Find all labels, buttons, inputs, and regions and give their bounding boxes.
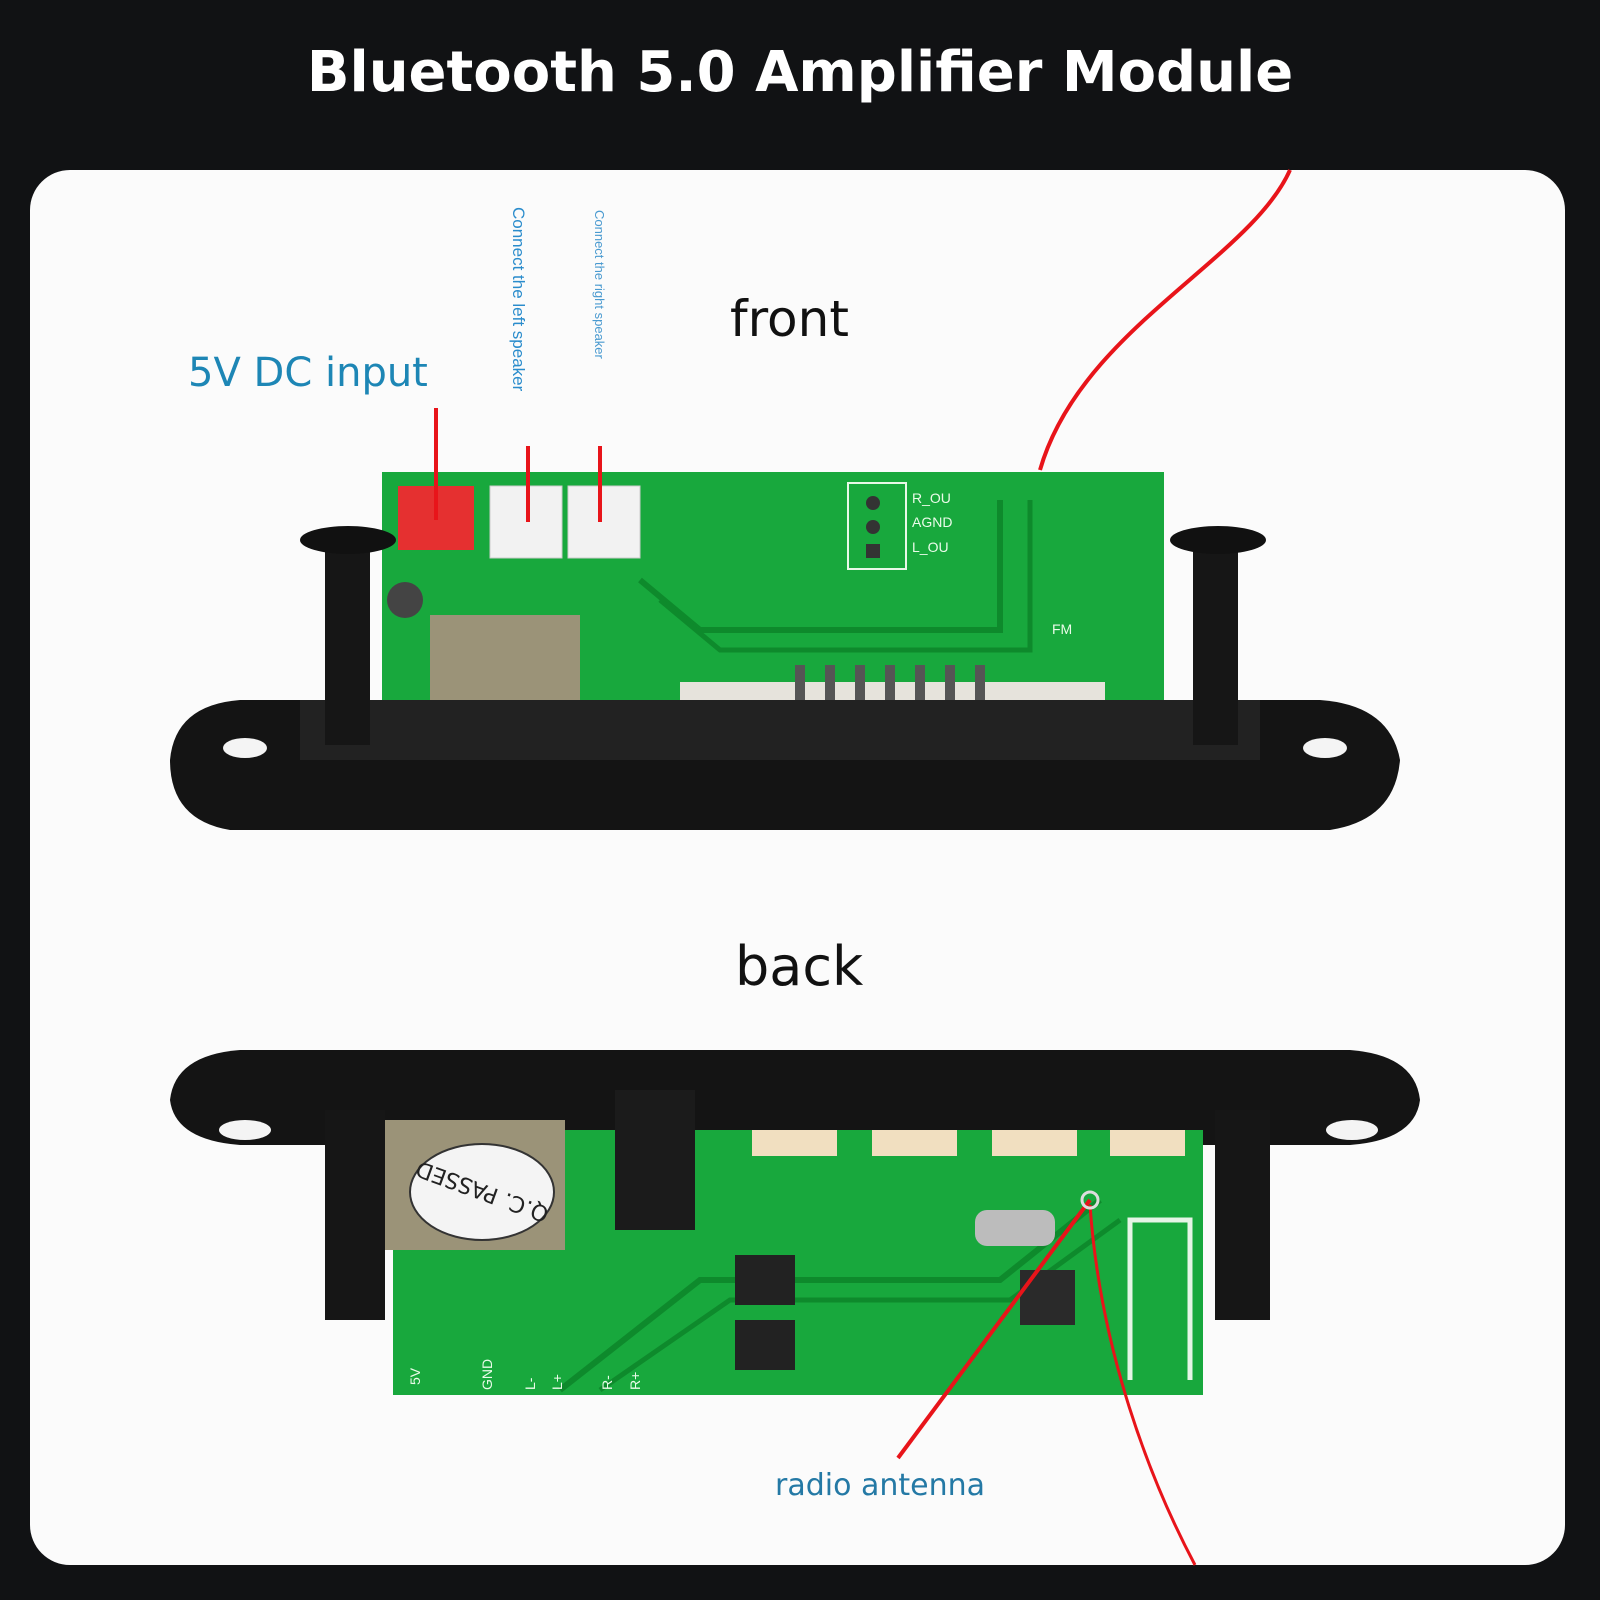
silk-5v: 5V [407,1367,423,1385]
buttons [752,1130,1185,1156]
silk-gnd: GND [479,1359,495,1390]
back-module: Q.C. PASSED 5V GND L- L+ R- R+ [170,1050,1420,1566]
front-module: R_OU AGND L_OU FM [170,169,1400,830]
qc-sticker [409,1143,555,1241]
right-speaker-connector [567,485,641,559]
silk-fm: FM [1052,621,1072,637]
left-speaker-label: Connect the left speaker [509,207,528,392]
silk-r-plus: R+ [627,1372,643,1390]
silk-l-ou: L_OU [912,539,949,555]
radio-antenna-label: radio antenna [775,1468,986,1503]
dc-input-label: 5V DC input [188,350,428,396]
front-label: front [730,290,849,348]
pcb-antenna [1127,1217,1193,1380]
amp-chip [735,1320,795,1370]
silk-l-minus: L- [522,1377,538,1390]
silk-r-ou: R_OU [912,490,951,506]
silk-l-plus: L+ [549,1374,565,1390]
right-speaker-label: Connect the right speaker [592,210,607,359]
silk-r-minus: R- [599,1375,615,1390]
antenna-pointer [896,1198,1092,1460]
back-label: back [735,935,864,998]
antenna-wire-back [1088,1204,1197,1566]
page-title: Bluetooth 5.0 Amplifier Module [306,40,1294,105]
antenna-wire-front [1038,169,1292,471]
amp-chip [735,1255,795,1305]
silk-agnd: AGND [912,514,952,530]
crystal [975,1210,1055,1246]
ir-receiver [615,1090,695,1230]
bt-chip [1020,1270,1075,1325]
